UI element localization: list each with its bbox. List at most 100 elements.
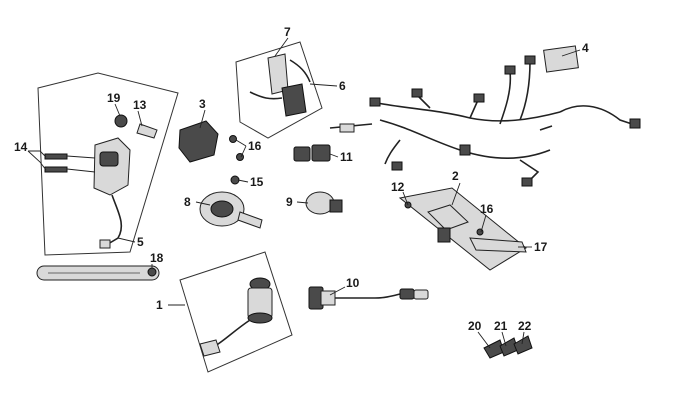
callout-6: 6 (339, 79, 346, 93)
socket-panel-outline (179, 251, 293, 373)
callout-12: 12 (391, 180, 405, 194)
harness-connector-2 (411, 88, 423, 98)
harness-branch-d (519, 61, 531, 121)
callout-19: 19 (107, 91, 121, 105)
callout-7: 7 (284, 25, 291, 39)
relay-3-group (178, 120, 219, 163)
callout-11: 11 (340, 150, 353, 164)
callout-21: 21 (494, 319, 508, 333)
callout-10: 10 (346, 276, 360, 290)
regulator-wire-a (249, 91, 283, 100)
callout-9: 9 (286, 195, 293, 209)
strap-eyelet (147, 267, 157, 277)
callout-20: 20 (468, 319, 482, 333)
harness-connector-3 (473, 93, 485, 103)
harness-connector-1 (369, 97, 381, 107)
leader-10 (329, 286, 346, 296)
callout-18: 18 (150, 251, 164, 265)
leader-16a-lower (240, 145, 247, 158)
harness-branch-c (499, 71, 512, 125)
coil-unit-2-base (437, 227, 451, 243)
harness-branch-h (384, 139, 401, 165)
leader-lines (27, 37, 581, 349)
relay-11-left (293, 146, 311, 162)
ignition-connector (99, 239, 111, 249)
relay-11-group (293, 144, 331, 162)
coil-unit-2 (427, 204, 469, 231)
bolt-15 (230, 175, 240, 185)
leader-15 (237, 179, 249, 183)
leader-8 (195, 201, 211, 206)
ignition-panel-outline (37, 72, 179, 256)
callout-13: 13 (133, 98, 147, 112)
ignition-lock-cylinder (99, 151, 119, 167)
callout-3: 3 (199, 97, 206, 111)
harness-connector-8 (521, 177, 533, 187)
tray-bracket (469, 237, 527, 253)
leader-6 (309, 83, 338, 87)
leader-13 (137, 110, 143, 127)
callout-5: 5 (137, 235, 144, 249)
harness-connector-5 (524, 55, 536, 65)
battery-tray-plate (398, 187, 527, 271)
leader-21 (501, 331, 507, 347)
part-9-cap (329, 199, 343, 213)
ignition-wire (107, 194, 123, 245)
ignition-key (136, 123, 158, 139)
callout-16-right: 16 (480, 202, 494, 216)
cap-part-19 (114, 114, 128, 128)
callout-8: 8 (184, 195, 191, 209)
socket-base (247, 312, 273, 324)
harness-branch-a (417, 95, 431, 109)
sensor-connector-b (413, 289, 429, 300)
regulator-group (235, 41, 323, 139)
bolt-lower (44, 166, 68, 173)
leader-19 (114, 103, 121, 117)
leader-4 (561, 49, 581, 57)
leader-9 (296, 201, 309, 204)
wiring-harness-group (329, 45, 641, 187)
callout-22: 22 (518, 319, 532, 333)
regulator-coil (281, 83, 307, 117)
battery-tray-group (398, 187, 527, 271)
tray-bolt-16 (476, 228, 484, 236)
clip-parts-group (483, 335, 533, 359)
ignition-switch-group (37, 72, 179, 256)
callout-2: 2 (452, 169, 459, 183)
callout-4: 4 (582, 41, 589, 55)
relay-module (178, 120, 219, 163)
leader-5 (117, 237, 136, 243)
bolt-upper (44, 153, 68, 160)
strap-group (36, 265, 160, 281)
socket-wire (214, 319, 251, 347)
harness-terminal-left (339, 123, 355, 133)
leader-14b (27, 150, 47, 171)
bolt-16-upper (229, 135, 237, 143)
leader-7 (274, 37, 289, 57)
leader-2 (451, 182, 461, 206)
harness-tag (543, 45, 579, 73)
harness-main (371, 101, 561, 122)
leader-14a (28, 150, 47, 158)
leader-22 (521, 331, 525, 345)
harness-branch-e (559, 105, 633, 125)
horn-center (210, 200, 234, 218)
leader-12 (402, 191, 409, 206)
sensor-10-group (308, 286, 429, 310)
callout-16-left: 16 (248, 139, 262, 153)
leader-11 (329, 153, 339, 158)
socket-connector (199, 339, 221, 357)
callout-14: 14 (14, 140, 28, 154)
leader-16b (480, 214, 487, 233)
harness-branch-f (539, 125, 553, 131)
regulator-wire-b (289, 59, 311, 83)
horn-bracket (237, 211, 263, 229)
sensor-cable (335, 293, 401, 299)
bolt-axis-lower (66, 168, 96, 173)
sensor-connector-a (399, 288, 415, 300)
harness-connector-7 (391, 161, 403, 171)
leader-3 (199, 109, 206, 129)
leader-20 (477, 331, 491, 349)
